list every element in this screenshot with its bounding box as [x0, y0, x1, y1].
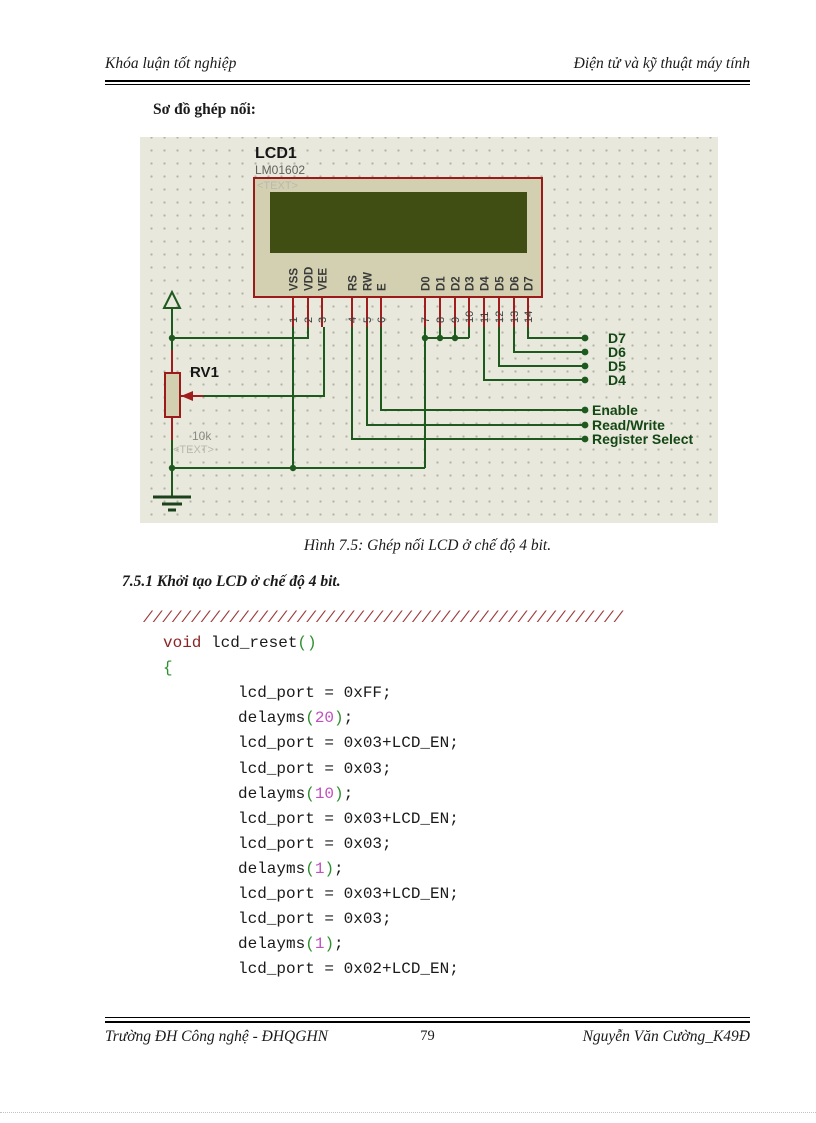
- svg-text:VDD: VDD: [304, 267, 316, 291]
- rv1-body: [164, 372, 181, 418]
- svg-text:8: 8: [435, 317, 447, 323]
- page-edge-artifact: [0, 1112, 816, 1113]
- lcd-component: LCD1 LM01602 <TEXT> VSS VDD VE: [253, 145, 543, 327]
- svg-text:9: 9: [450, 317, 462, 323]
- code-line: lcd_port = 0x03+LCD_EN;: [238, 734, 459, 753]
- svg-text:D3: D3: [465, 276, 477, 291]
- net-d7: [527, 327, 589, 342]
- code-line: lcd_port = 0x03+LCD_EN;: [238, 809, 459, 828]
- code-line: lcd_port = 0x03;: [238, 910, 392, 929]
- ground-symbol: [153, 495, 191, 512]
- svg-text:D7: D7: [524, 276, 536, 291]
- net-register-select: [351, 327, 589, 443]
- net-label-register-select: Register Select: [592, 431, 693, 447]
- header-rule: [105, 80, 750, 85]
- net-label-d5: D5: [608, 358, 626, 374]
- intro-heading: Sơ đồ ghép nối:: [153, 101, 256, 118]
- net-label-enable: Enable: [592, 402, 638, 418]
- lcd-screen: [270, 192, 527, 253]
- net-ground-bus: [172, 327, 470, 472]
- footer-author: Nguyễn Văn Cường_K49Đ: [582, 1028, 750, 1045]
- svg-text:10: 10: [464, 311, 476, 323]
- svg-text:D2: D2: [451, 276, 463, 291]
- net-label-d6: D6: [608, 344, 626, 360]
- figure-caption: Hình 7.5: Ghép nối LCD ở chế độ 4 bit.: [303, 537, 552, 554]
- rv1-wiper-arrow: [181, 391, 193, 401]
- svg-text:1: 1: [288, 317, 300, 323]
- code-line: delayms(1);: [238, 859, 344, 878]
- rv1-value-label: 10k: [192, 429, 212, 443]
- svg-text:12: 12: [494, 311, 506, 323]
- code-line: void lcd_reset(): [163, 634, 317, 653]
- svg-text:3: 3: [317, 317, 329, 323]
- lcd-pin-numbers: 1 2 3 4 5 6 7 8 9 10 11 12 13 14: [288, 311, 535, 323]
- code-line: lcd_port = 0xFF;: [238, 684, 392, 703]
- lcd-ref-label: LCD1: [255, 145, 297, 162]
- svg-text:D1: D1: [436, 276, 448, 291]
- lcd-part-label: LM01602: [255, 163, 305, 177]
- net-read-write: [366, 327, 589, 429]
- svg-text:RS: RS: [348, 275, 360, 291]
- code-line: delayms(10);: [238, 784, 354, 803]
- svg-text:VEE: VEE: [318, 268, 330, 291]
- code-line: delayms(20);: [238, 709, 354, 728]
- code-line: lcd_port = 0x02+LCD_EN;: [238, 960, 459, 979]
- svg-text:2: 2: [303, 317, 315, 323]
- footer-page-number: 79: [420, 1028, 435, 1044]
- net-vee-wiper: [203, 327, 325, 397]
- net-d5: [498, 327, 589, 370]
- net-vdd: [172, 327, 309, 339]
- svg-text:7: 7: [420, 317, 432, 323]
- potentiometer-rv1: RV1 10k <TEXT>: [164, 350, 219, 456]
- lcd-text-placeholder: <TEXT>: [257, 180, 298, 192]
- lcd-pin-names: VSS VDD VEE RS RW E D0 D1 D2 D3 D4 D5 D6…: [289, 267, 536, 291]
- rv1-text-placeholder: <TEXT>: [173, 444, 214, 456]
- svg-text:VSS: VSS: [289, 268, 301, 291]
- code-line: ////////////////////////////////////////…: [143, 609, 624, 627]
- net-d4: [483, 327, 589, 384]
- net-enable: [380, 327, 589, 414]
- net-label-d4: D4: [608, 372, 626, 388]
- net-d6: [513, 327, 589, 356]
- svg-text:D5: D5: [495, 276, 507, 291]
- svg-text:5: 5: [362, 317, 374, 323]
- net-label-read-write: Read/Write: [592, 417, 665, 433]
- code-line: {: [163, 659, 173, 678]
- svg-text:13: 13: [509, 311, 521, 323]
- circuit-diagram: LCD1 LM01602 <TEXT> VSS VDD VE: [140, 137, 718, 523]
- code-line: delayms(1);: [238, 935, 344, 954]
- code-line: lcd_port = 0x03+LCD_EN;: [238, 885, 459, 904]
- schematic-svg: LCD1 LM01602 <TEXT> VSS VDD VE: [153, 145, 693, 512]
- lcd-pin-stubs: [292, 297, 529, 327]
- svg-text:4: 4: [347, 317, 359, 323]
- page-footer: Trường ĐH Công nghệ - ĐHQGHN 79 Nguyễn V…: [105, 1028, 750, 1050]
- svg-text:6: 6: [376, 317, 388, 323]
- code-line: lcd_port = 0x03;: [238, 834, 392, 853]
- net-label-d7: D7: [608, 330, 626, 346]
- svg-text:14: 14: [523, 311, 535, 323]
- section-heading: 7.5.1 Khởi tạo LCD ở chế độ 4 bit.: [122, 573, 341, 590]
- code-line: lcd_port = 0x03;: [238, 759, 392, 778]
- footer-rule: [105, 1017, 750, 1023]
- header-right-text: Điện tử và kỹ thuật máy tính: [573, 55, 750, 72]
- code-block: ////////////////////////////////////////…: [143, 606, 623, 982]
- footer-institution: Trường ĐH Công nghệ - ĐHQGHN: [105, 1028, 328, 1045]
- svg-text:D6: D6: [510, 276, 522, 291]
- svg-text:D4: D4: [480, 276, 492, 291]
- svg-text:RW: RW: [363, 272, 375, 291]
- page-header: Khóa luận tốt nghiệp Điện tử và kỹ thuật…: [105, 55, 750, 73]
- svg-text:11: 11: [479, 312, 491, 323]
- svg-text:D0: D0: [421, 276, 433, 291]
- svg-text:E: E: [377, 283, 389, 291]
- header-left-text: Khóa luận tốt nghiệp: [105, 55, 237, 72]
- net-labels: D7 D6 D5 D4 Enable Read/Write Register S…: [592, 330, 693, 447]
- rv1-ref-label: RV1: [190, 364, 219, 381]
